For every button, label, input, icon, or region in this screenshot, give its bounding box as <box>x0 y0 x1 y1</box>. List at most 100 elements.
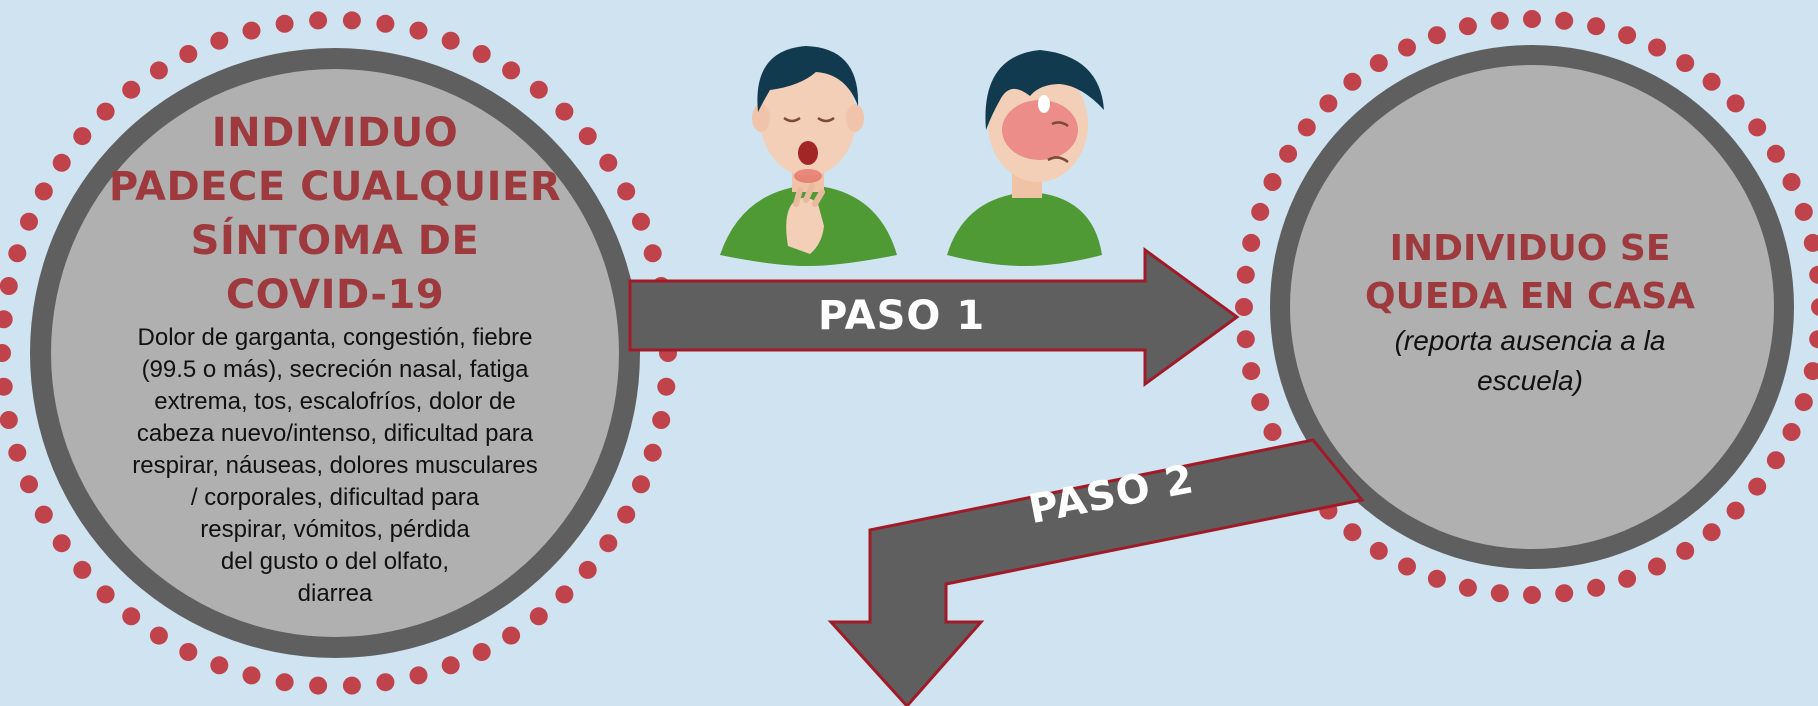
border-dot <box>1766 451 1785 470</box>
border-dot <box>632 212 650 231</box>
border-dot <box>1809 265 1818 284</box>
border-dot <box>409 21 428 40</box>
border-dot <box>1648 557 1666 576</box>
border-dot <box>529 80 548 99</box>
border-dot <box>52 153 71 172</box>
border-dot <box>1555 11 1574 30</box>
border-dot <box>309 11 328 30</box>
border-dot <box>1523 10 1541 28</box>
border-dot <box>376 14 395 33</box>
stay-home-text-block: INDIVIDUO SE QUEDA EN CASA (reporta ause… <box>1310 225 1750 401</box>
border-dot <box>578 560 597 579</box>
border-dot <box>242 21 261 40</box>
symptoms-line: respirar, vómitos, pérdida <box>200 516 470 543</box>
symptoms-line: diarrea <box>297 580 373 607</box>
border-dot <box>1809 330 1818 349</box>
border-dot <box>1297 118 1316 137</box>
border-dot <box>1748 477 1767 496</box>
border-dot <box>122 80 141 99</box>
border-dot <box>1398 38 1416 57</box>
symptoms-circle <box>30 48 640 658</box>
border-dot <box>8 244 27 263</box>
border-dot <box>96 585 115 604</box>
border-dot <box>409 666 428 685</box>
border-dot <box>617 505 636 524</box>
border-dot <box>0 377 13 396</box>
symptoms-title-line: PADECE CUALQUIER <box>108 164 562 210</box>
border-dot <box>179 45 198 63</box>
border-dot <box>617 182 636 201</box>
border-dot <box>1794 202 1813 221</box>
border-dot <box>1702 72 1721 91</box>
border-dot <box>1587 17 1606 36</box>
border-dot <box>0 411 18 429</box>
border-dot <box>1251 393 1270 412</box>
border-dot <box>1343 72 1362 91</box>
border-dot <box>1676 541 1695 560</box>
border-dot <box>1343 523 1362 542</box>
border-dot <box>122 607 141 626</box>
fever-person-icon <box>947 50 1104 266</box>
border-dot <box>578 127 597 146</box>
border-dot <box>309 676 328 695</box>
border-dot <box>73 560 92 579</box>
border-dot <box>1523 586 1541 604</box>
border-dot <box>1782 423 1801 441</box>
border-dot <box>1648 38 1666 57</box>
border-dot <box>1236 330 1255 349</box>
symptoms-text-block: INDIVIDUO PADECE CUALQUIER SÍNTOMA DE CO… <box>70 106 600 610</box>
border-dot <box>657 377 676 396</box>
border-dot <box>242 666 261 685</box>
border-dot <box>149 61 168 80</box>
border-dot <box>441 31 460 50</box>
border-dot <box>20 212 38 231</box>
symptoms-line: extrema, tos, escalofríos, dolor de <box>154 388 516 415</box>
sore-throat-person-icon <box>720 46 897 266</box>
border-dot <box>1458 578 1477 597</box>
stay-home-title-line: QUEDA EN CASA <box>1364 276 1696 317</box>
border-dot <box>20 475 38 494</box>
border-dot <box>1427 569 1446 588</box>
border-dot <box>1242 233 1261 252</box>
stay-home-subtitle: (reporta ausencia a la escuela) <box>1310 321 1750 401</box>
border-dot <box>472 45 491 63</box>
symptoms-line: Dolor de garganta, congestión, fiebre <box>137 324 533 351</box>
border-dot <box>1782 173 1801 191</box>
step2-arrow <box>827 438 1365 706</box>
border-dot <box>342 676 361 695</box>
border-dot <box>1369 54 1388 73</box>
border-dot <box>599 534 618 553</box>
border-dot <box>1803 233 1818 252</box>
border-dot <box>179 643 198 661</box>
border-dot <box>0 310 13 329</box>
border-dot <box>1398 557 1416 576</box>
border-dot <box>555 585 574 604</box>
border-dot <box>502 61 521 80</box>
border-dot <box>1748 118 1767 137</box>
border-dot <box>1587 578 1606 597</box>
border-dot <box>149 626 168 645</box>
border-dot <box>275 673 294 692</box>
border-dot <box>376 673 395 692</box>
border-dot <box>1242 362 1261 381</box>
border-dot <box>643 244 662 263</box>
border-dot <box>1319 94 1338 113</box>
border-dot <box>34 505 53 524</box>
border-dot <box>1726 501 1745 520</box>
border-dot <box>210 656 229 675</box>
border-dot <box>643 443 662 462</box>
border-dot <box>1618 26 1637 45</box>
border-dot <box>0 277 18 295</box>
symptoms-title-line: SÍNTOMA DE <box>190 218 480 264</box>
border-dot <box>1263 173 1282 191</box>
border-dot <box>1811 298 1818 316</box>
step1-label: PASO 1 <box>818 293 986 339</box>
border-dot <box>52 534 71 553</box>
border-dot <box>1427 26 1446 45</box>
border-dot <box>1369 541 1388 560</box>
symptoms-title-line: COVID-19 <box>225 272 445 318</box>
border-dot <box>1766 144 1785 163</box>
border-dot <box>1279 144 1298 163</box>
border-dot <box>96 102 115 121</box>
symptoms-title: INDIVIDUO PADECE CUALQUIER SÍNTOMA DE CO… <box>70 106 600 322</box>
